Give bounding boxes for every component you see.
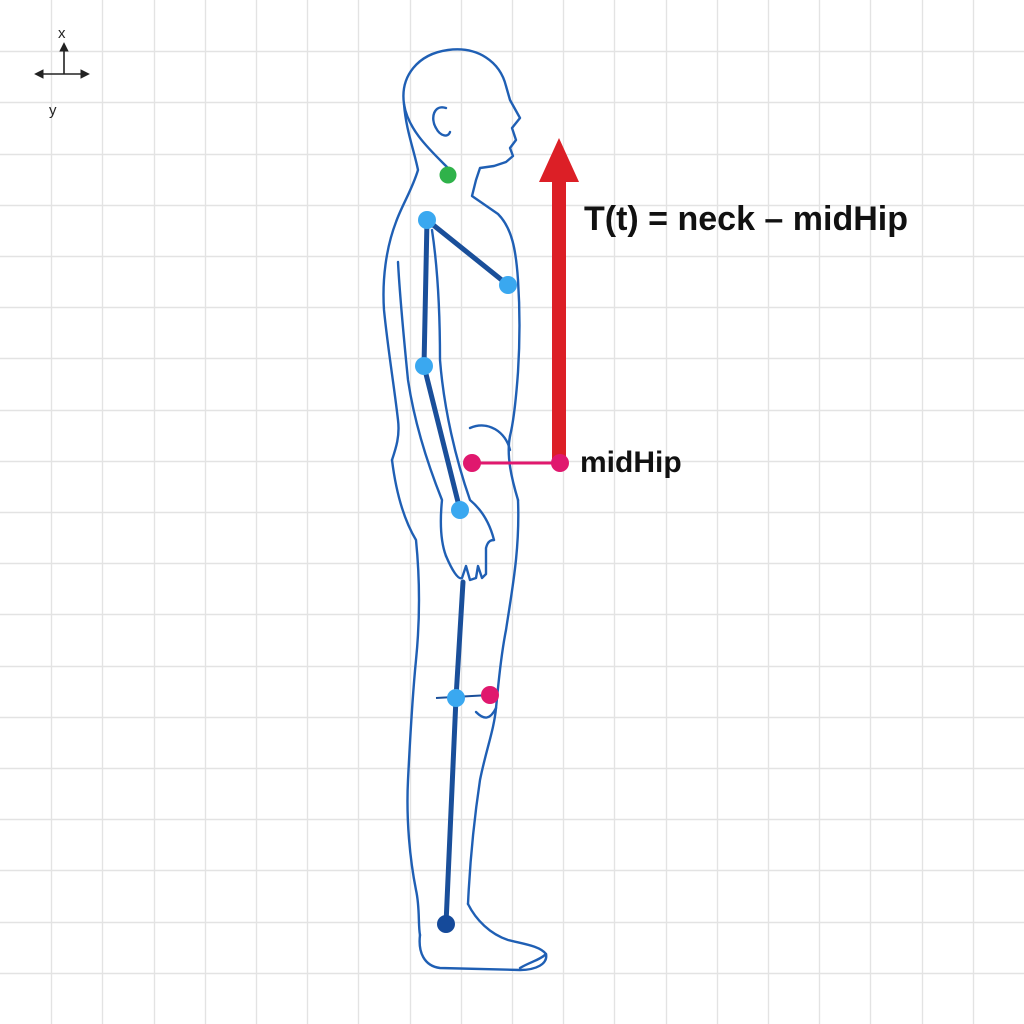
- knee-front-joint: [481, 686, 499, 704]
- shoulder-joint: [418, 211, 436, 229]
- head-outline: [402, 48, 522, 438]
- joints: [415, 166, 569, 933]
- shin-segment: [443, 695, 459, 927]
- body-outline: [382, 48, 548, 972]
- back-outline: [382, 102, 420, 462]
- ankle-joint: [437, 915, 455, 933]
- arm-back-outline: [396, 260, 448, 558]
- chest-joint: [499, 276, 517, 294]
- shoulder-chest-segment: [424, 217, 511, 288]
- hand-outline: [444, 538, 496, 582]
- knee-outline: [474, 706, 498, 719]
- upper-arm-segment: [421, 217, 430, 369]
- ear-outline: [432, 106, 452, 137]
- thigh-segment: [453, 579, 466, 701]
- vector-head: [539, 138, 579, 182]
- knee-joint: [447, 689, 465, 707]
- belly-outline: [507, 434, 520, 502]
- vector-shaft: [552, 176, 566, 462]
- hip-curve: [468, 424, 512, 452]
- axes-icon: x y: [34, 25, 90, 119]
- rear-leg-outline: [390, 458, 422, 937]
- wrist-joint: [451, 501, 469, 519]
- up-arrow-icon: [539, 138, 579, 462]
- x-axis-label: x: [58, 25, 66, 42]
- toe-outline: [518, 952, 548, 970]
- hip-joint: [463, 454, 481, 472]
- skeleton: [421, 217, 511, 927]
- neck-joint: [439, 166, 457, 184]
- forearm-segment: [421, 363, 463, 513]
- vector-label: T(t) = neck – midHip: [584, 200, 908, 238]
- midhip-joint: [551, 454, 569, 472]
- elbow-joint: [415, 357, 433, 375]
- arm-front-outline: [430, 228, 496, 542]
- midhip-label: midHip: [580, 446, 682, 479]
- y-axis-label: y: [49, 102, 57, 119]
